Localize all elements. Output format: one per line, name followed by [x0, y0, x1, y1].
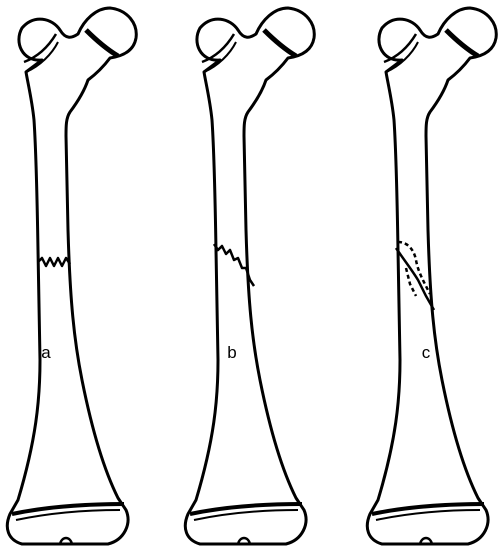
panel-label: b [227, 343, 236, 362]
femur-outline [367, 8, 496, 544]
butterfly-fragment [398, 242, 430, 294]
panel-label: c [422, 343, 431, 362]
fragment-edge [406, 268, 416, 296]
panel-c: c [367, 8, 496, 544]
transverse-fracture-line [38, 258, 70, 266]
femur-outline [7, 8, 136, 544]
panel-label: a [41, 343, 51, 362]
panel-b: b [185, 8, 314, 544]
panel-a: a [7, 8, 136, 544]
